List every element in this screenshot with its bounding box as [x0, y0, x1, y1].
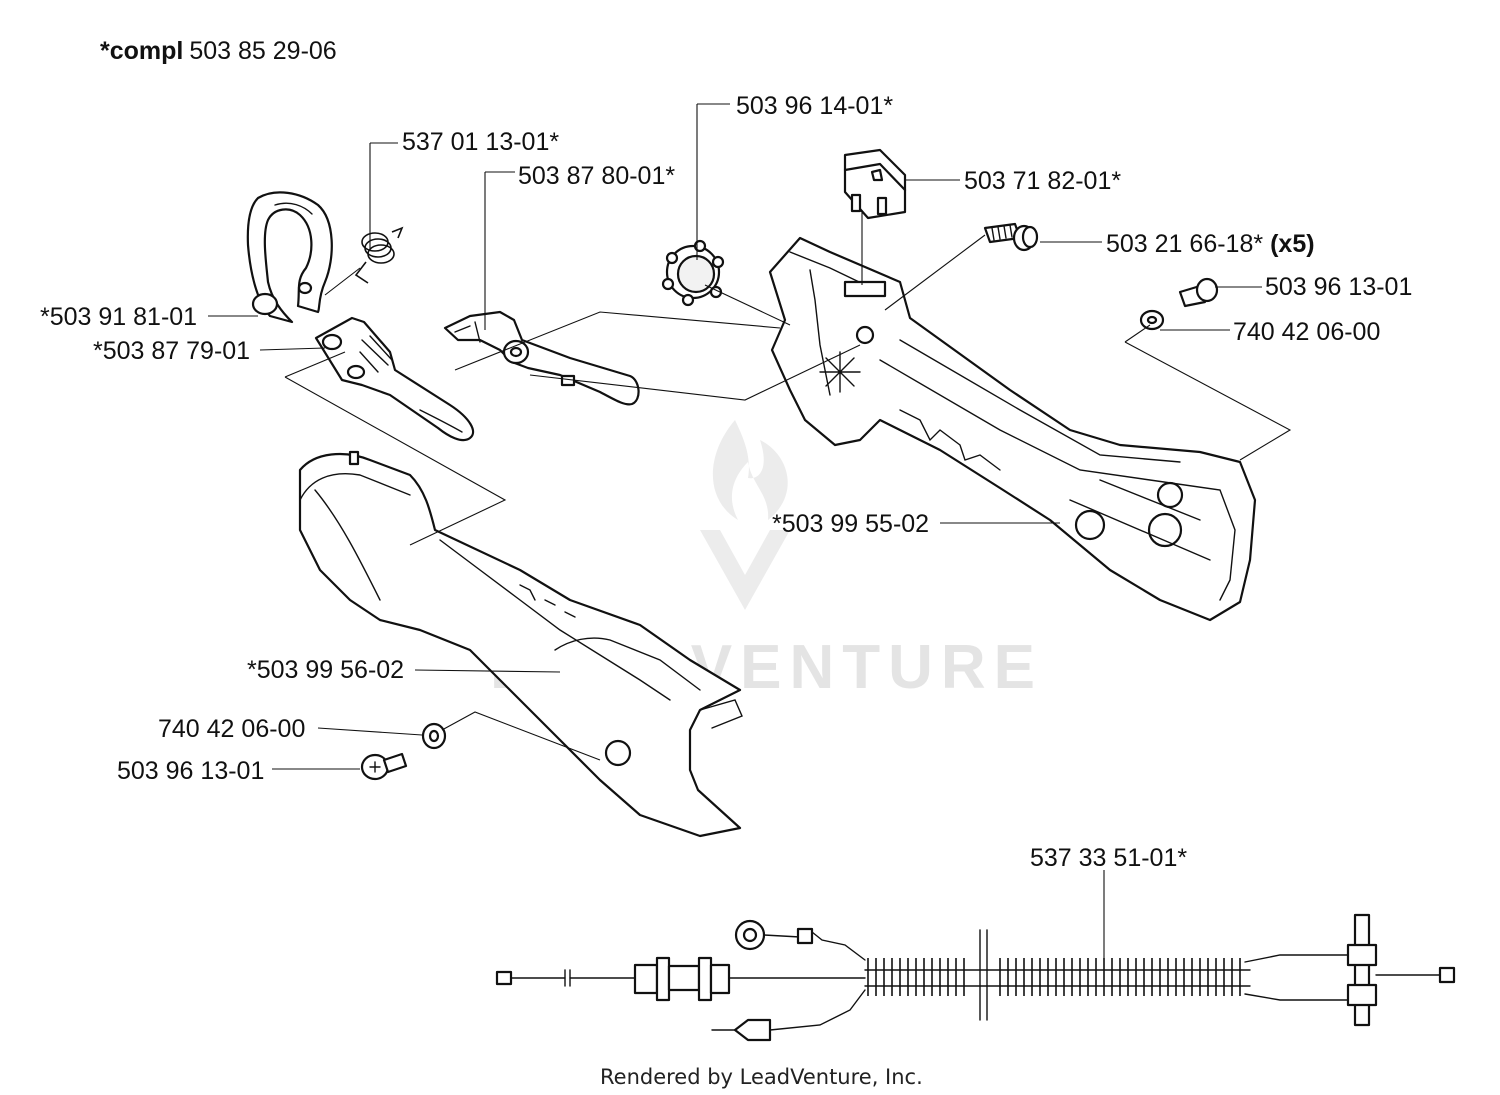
label-503-71-82-01: 503 71 82-01*: [964, 167, 1121, 195]
part-wire-harness: [495, 913, 1456, 1042]
label-503-91-81-01: *503 91 81-01: [40, 303, 197, 331]
part-switch: [843, 148, 907, 220]
part-screw-bottom: [360, 752, 408, 781]
part-labels: 503 96 14-01* 537 01 13-01* 503 87 80-01…: [40, 92, 1412, 872]
compl-value: 503 85 29-06: [189, 37, 336, 65]
label-740-42-06-00-top: 740 42 06-00: [1233, 318, 1380, 346]
part-handle-half-lower: [298, 450, 743, 838]
label-503-96-14-01: 503 96 14-01*: [736, 92, 893, 120]
label-503-96-13-01-top: 503 96 13-01: [1265, 273, 1412, 301]
label-503-99-55-02: *503 99 55-02: [772, 510, 929, 538]
label-740-42-06-00-bottom: 740 42 06-00: [158, 715, 305, 743]
label-503-96-13-01-bottom: 503 96 13-01: [117, 757, 264, 785]
label-503-87-79-01: *503 87 79-01: [93, 337, 250, 365]
rendered-by-footer: Rendered by LeadVenture, Inc.: [600, 1065, 923, 1089]
label-503-21-66-18-number: 503 21 66-18*: [1106, 230, 1263, 258]
part-screw-top: [983, 222, 1039, 252]
label-537-01-13-01: 537 01 13-01*: [402, 128, 559, 156]
label-503-21-66-18-qty: (x5): [1270, 230, 1314, 258]
part-washer-bottom: [421, 722, 447, 750]
label-503-21-66-18: 503 21 66-18*(x5): [1106, 230, 1315, 258]
part-screw-right: [1178, 277, 1219, 308]
label-537-33-51-01: 537 33 51-01*: [1030, 844, 1187, 872]
label-503-87-80-01: 503 87 80-01*: [518, 162, 675, 190]
part-handle-half-upper: [768, 236, 1257, 622]
leader-lines: [208, 103, 1292, 960]
part-washer-right: [1139, 309, 1165, 331]
part-throttle-trigger: [314, 316, 475, 442]
part-lever: [443, 310, 640, 406]
compl-prefix: *compl: [100, 37, 183, 65]
label-503-99-56-02: *503 99 56-02: [247, 656, 404, 684]
part-spring: [354, 226, 404, 284]
part-clamp: [246, 191, 333, 324]
part-bearing-ring: [661, 239, 725, 307]
